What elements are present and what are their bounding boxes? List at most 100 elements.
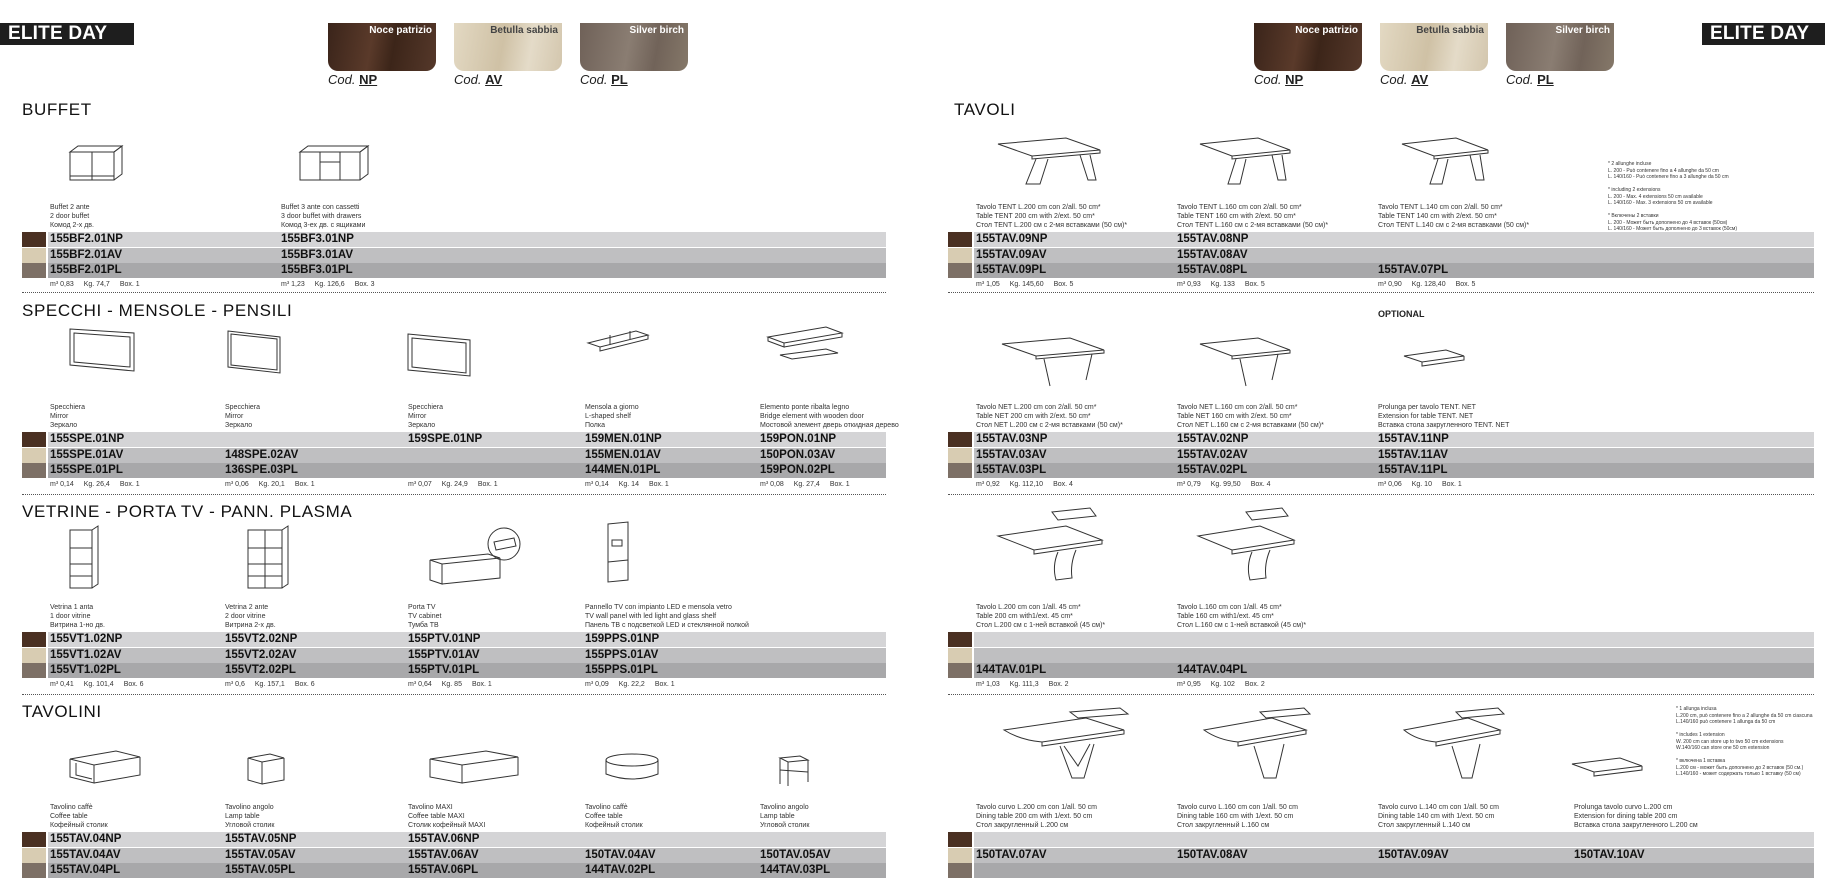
swatch-betulla-sabbia: Betulla sabbia (454, 23, 562, 71)
meta-value: m³ 1,05 (976, 280, 1000, 288)
product-code: 155TAV.02AV (1177, 448, 1248, 461)
product-code: 155TAV.11AV (1378, 448, 1448, 461)
product-code: 150TAV.04AV (585, 848, 656, 861)
meta-value: m³ 0,09 (585, 680, 609, 688)
product-code: 155VT1.02PL (50, 664, 121, 676)
code-band-pl (48, 663, 886, 678)
item-description: Стол закругленный L.160 см (1177, 822, 1270, 829)
item-description: Угловой столик (760, 822, 810, 829)
meta-value: Kg. 157,1 (254, 680, 285, 688)
brand-title-left: ELITE DAY (0, 23, 134, 45)
code-band-np (48, 832, 886, 847)
note-line: L.200 cm, può contenere fino a 2 allungh… (1676, 712, 1813, 719)
product-code: 144TAV.04PL (1177, 664, 1248, 676)
code-pl: Cod. PL (580, 72, 628, 87)
product-code: 155TAV.11NP (1378, 433, 1449, 445)
item-description: Зеркало (50, 422, 78, 429)
item-description: Стол L.200 см с 1-ней вставкой (45 см)* (976, 622, 1106, 629)
item-description: Lamp table (225, 813, 260, 820)
item-description: Витрина 1-но дв. (50, 622, 105, 629)
item-description: Table TENT 200 cm with 2/ext. 50 cm* (976, 213, 1095, 220)
section-title-buffet: BUFFET (22, 100, 92, 119)
section-title-tavolini: TAVOLINI (22, 702, 102, 721)
meta-value: Box. 1 (119, 280, 140, 288)
meta-value: Box. 2 (1244, 680, 1265, 688)
meta-value: Kg. 10 (1411, 480, 1432, 488)
item-description: Зеркало (225, 422, 253, 429)
item-description: Table NET 160 cm with 2/ext. 50 cm* (1177, 413, 1292, 420)
product-code: 155TAV.08AV (1177, 248, 1248, 261)
finish-chip-pl (948, 463, 972, 478)
item-description: Tavolo curvo L.200 cm con 1/all. 50 cm (976, 804, 1098, 811)
product-code: 155TAV.04NP (50, 833, 122, 845)
code-band-av (974, 447, 1814, 463)
code-av: Cod. AV (454, 72, 503, 87)
item-description: 3 door buffet with drawers (281, 213, 362, 220)
product-code: 155PPS.01AV (585, 648, 659, 661)
item-description: Coffee table (585, 813, 623, 820)
product-code: 155TAV.09PL (976, 264, 1047, 276)
meta-value: m³ 0,06 (225, 480, 249, 488)
meta-value: m³ 0,90 (1378, 280, 1402, 288)
meta-value: Box. 5 (1455, 280, 1476, 288)
item-description: 2 door vitrine (225, 613, 266, 620)
finish-chip-av (22, 647, 46, 663)
item-description: Вставка стола закругленного L.200 см (1574, 822, 1698, 829)
product-code: 155PTV.01NP (408, 633, 481, 645)
item-description: Панель ТВ с подсветкой LED и стеклянной … (585, 622, 749, 629)
code-band-av (974, 647, 1814, 663)
product-code: 155BF2.01AV (50, 248, 123, 261)
meta-value: Box. 3 (354, 280, 375, 288)
code-band-np (48, 632, 886, 647)
table-tent-200-drawing (996, 134, 1106, 194)
product-code: 136SPE.03PL (225, 464, 298, 476)
meta-value: m³ 0,95 (1177, 680, 1201, 688)
code-pl-right: Cod. PL (1506, 72, 1554, 87)
item-description: Porta TV (408, 604, 436, 611)
table-200-ext-drawing (996, 506, 1116, 586)
section-title-tavoli: TAVOLI (954, 100, 1016, 119)
item-description: Стол закругленный L.200 см (976, 822, 1069, 829)
meta-value: m³ 0,41 (50, 680, 74, 688)
shelf-drawing (586, 325, 656, 355)
item-description: Tavolo NET L.160 cm con 2/all. 50 cm* (1177, 404, 1298, 411)
meta-value: Box. 4 (1250, 480, 1271, 488)
product-code: 155TAV.04AV (50, 848, 121, 861)
code-np: Cod. NP (328, 72, 378, 87)
item-description: Table 200 cm with1/ext. 45 cm* (976, 613, 1073, 620)
product-code: 155TAV.03AV (976, 448, 1047, 461)
swatch-noce-patrizio: Noce patrizio (328, 23, 436, 71)
finish-chip-av (948, 247, 972, 263)
lamp-table-small-drawing (776, 752, 816, 788)
item-description: Стол TENT L.200 см с 2-мя вставками (50 … (976, 222, 1128, 229)
finish-chip-np (948, 232, 972, 247)
item-description: Стол TENT L.140 см с 2-мя вставками (50 … (1378, 222, 1530, 229)
code-band-np (48, 432, 886, 447)
code-band-pl (974, 863, 1814, 878)
product-code: 155BF3.01AV (281, 248, 354, 261)
item-description: Buffet 2 ante (50, 204, 90, 211)
item-description: Стол закругленный L.140 см (1378, 822, 1471, 829)
mirror-drawing (66, 325, 146, 375)
code-band-av (48, 647, 886, 663)
product-code: 155SPE.01PL (50, 464, 123, 476)
separator (22, 292, 886, 293)
note-line: * including 2 extensions (1608, 187, 1661, 193)
note-line: * includes 1 extension (1676, 732, 1725, 738)
finish-chip-av (948, 447, 972, 463)
table-curvo-160-drawing (1200, 706, 1320, 784)
finish-chip-np (22, 232, 46, 247)
product-code: 150PON.03AV (760, 448, 836, 461)
item-description: Specchiera (225, 404, 261, 411)
product-code: 155PTV.01PL (408, 664, 480, 676)
table-tent-160-drawing (1198, 134, 1298, 194)
item-description: 2 door buffet (50, 213, 90, 220)
code-band-pl (974, 263, 1814, 278)
meta-value: Kg. 126,6 (314, 280, 345, 288)
mirror-drawing (224, 327, 294, 377)
brand-title-right: ELITE DAY (1702, 23, 1825, 45)
product-code: 155MEN.01AV (585, 448, 661, 461)
item-description: Tavolo TENT L.140 cm con 2/all. 50 cm* (1378, 204, 1503, 211)
